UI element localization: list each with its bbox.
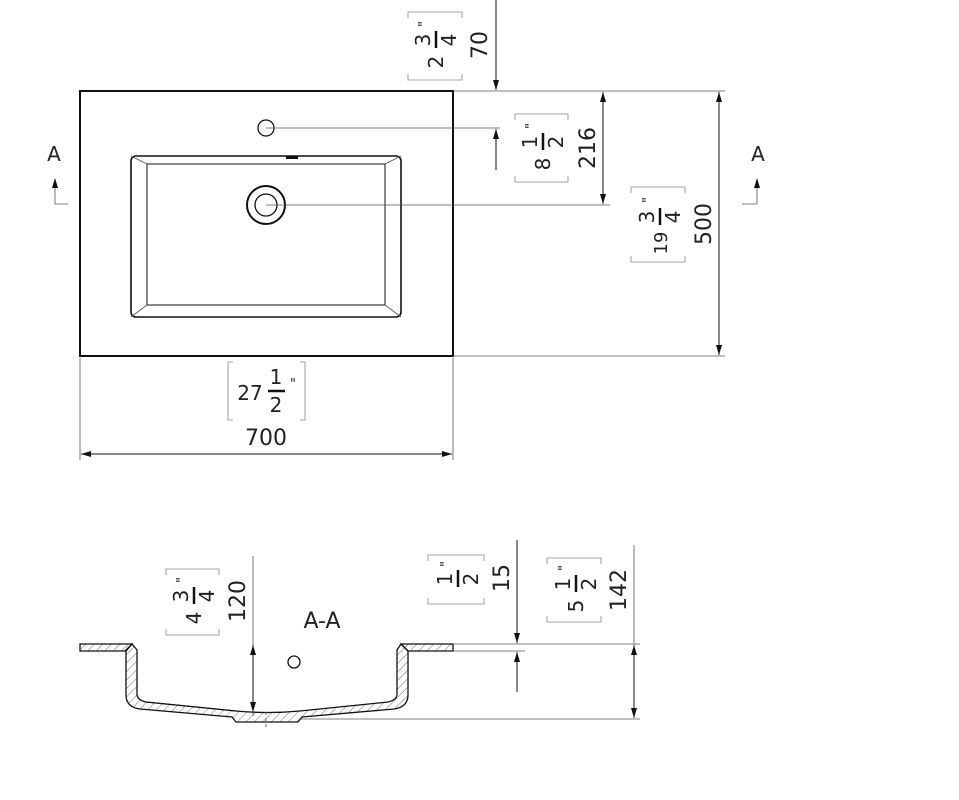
depth-inch-den: 4 (661, 211, 685, 224)
depth-inch-mark: " (641, 197, 656, 203)
section-overflow-hole (287, 655, 301, 669)
drain-offset-inch-den: 2 (544, 136, 568, 149)
tap-offset-inch-num: 3 (411, 34, 435, 47)
depth-inch-num: 3 (635, 211, 659, 224)
rim-thickness-inch-num: 1 (433, 573, 457, 586)
depth-mm-label: 500 (692, 203, 717, 245)
tap-offset-inch-den: 4 (437, 34, 461, 47)
rim-thickness-mm-label: 15 (490, 564, 515, 592)
bowl-depth-inch-den: 4 (195, 590, 219, 603)
bowl-depth-inch-num: 3 (169, 590, 193, 603)
section-title: A-A (303, 609, 340, 634)
basin-outline (79, 90, 454, 357)
drain-offset-inch-whole: 8 (531, 158, 555, 171)
width-inch-mark: " (290, 377, 296, 392)
section-arrow-right (742, 180, 758, 205)
drain-offset-inch-num: 1 (518, 136, 542, 149)
rim-thickness-inch-mark: " (439, 561, 454, 567)
bowl-depth-mm-label: 120 (226, 580, 251, 622)
top-view: 700 27 1 2 " 500 19 3 4 " 216 8 1 2 " (47, 0, 765, 460)
drain-offset-inch-mark: " (524, 123, 539, 129)
bowl-inner-edge (146, 163, 386, 306)
tap-offset-inch-mark: " (417, 21, 432, 27)
bowl-section-wall (125, 642, 409, 723)
width-mm-label: 700 (245, 426, 287, 451)
drain-offset-mm-label: 216 (576, 127, 601, 169)
section-mark-left: A (47, 142, 61, 166)
section-arrow-left (54, 180, 68, 205)
total-height-mm-label: 142 (607, 569, 632, 611)
total-height-inch-whole: 5 (564, 600, 588, 613)
right-rim (399, 643, 454, 652)
left-rim (79, 643, 134, 652)
width-inch-den: 2 (270, 393, 283, 417)
tap-offset-inch-whole: 2 (424, 56, 448, 69)
section-mark-right: A (751, 142, 765, 166)
depth-inch-whole: 19 (651, 232, 672, 255)
overflow-slot (286, 156, 298, 159)
tap-offset-mm-label: 70 (468, 31, 493, 59)
bowl-depth-inch-mark: " (175, 577, 190, 583)
rim-thickness-inch-den: 2 (459, 573, 483, 586)
width-inch-whole: 27 (237, 381, 262, 405)
total-height-inch-mark: " (557, 565, 572, 571)
total-height-inch-den: 2 (577, 578, 601, 591)
total-height-inch-num: 1 (551, 578, 575, 591)
width-inch-num: 1 (270, 365, 283, 389)
bowl-depth-inch-whole: 4 (182, 612, 206, 625)
section-view: A-A 120 4 3 4 " 15 (79, 540, 640, 730)
bowl-outer-edge (130, 155, 402, 318)
